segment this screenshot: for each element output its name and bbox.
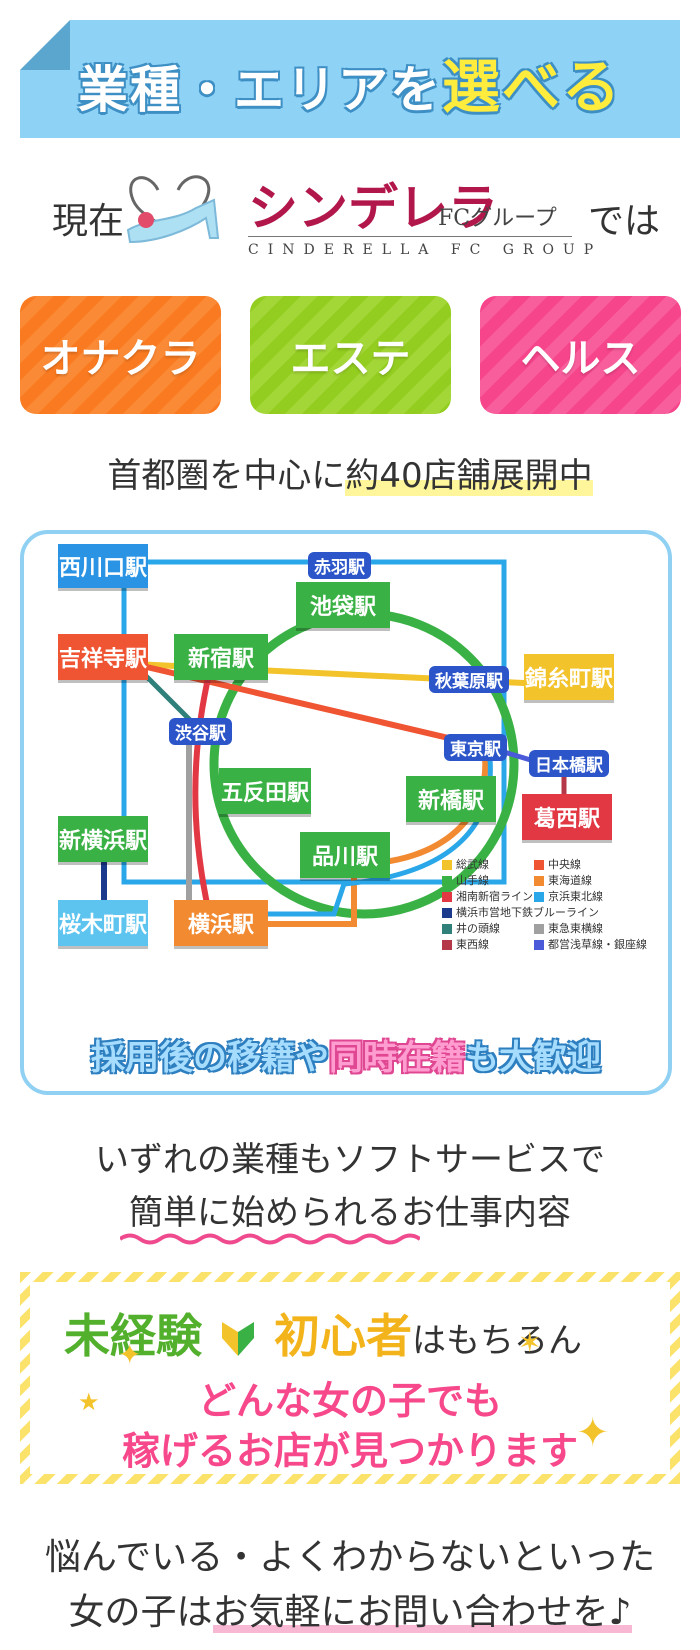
category-onakura-button[interactable]: オナクラ [20, 296, 221, 414]
beginner-mark-icon [222, 1322, 255, 1356]
station-sakuragicho: 桜木町駅 [58, 900, 148, 946]
station-akihabara: 秋葉原駅 [429, 666, 509, 693]
brand-sub: FCグループ [438, 206, 557, 231]
station-kinshicho: 錦糸町駅 [524, 654, 614, 700]
station-shinjuku: 新宿駅 [174, 634, 268, 680]
soft-service-line2: 簡単に始められるお仕事内容 [129, 1193, 571, 1233]
beginner-line3: 稼げるお店が見つかります [121, 1429, 578, 1473]
star-icon: ✶ [518, 1326, 542, 1359]
brand-divider [248, 236, 572, 237]
expansion-text: 首都圏を中心に約40店舗展開中 [107, 456, 593, 496]
pink-wave-underline [120, 1233, 420, 1245]
legend-swatch [442, 860, 452, 870]
station-shinyokohama: 新横浜駅 [58, 816, 148, 862]
glass-slipper-icon [126, 175, 220, 244]
station-nishikawaguchi: 西川口駅 [58, 544, 148, 588]
sparkle-icon: ✦ [118, 1338, 142, 1371]
beginner-line2: どんな女の子でも [197, 1379, 502, 1423]
logo-prefix: 現在 [52, 201, 125, 242]
beginner-box [20, 1272, 680, 1484]
station-tokyo: 東京駅 [444, 734, 507, 761]
station-shimbashi: 新橋駅 [406, 776, 496, 822]
map-caption: 採用後の移籍や同時在籍も大歓迎 [91, 1038, 601, 1078]
station-shinagawa: 品川駅 [300, 832, 390, 878]
beginner-headline: 未経験 初心者はもちろん [64, 1309, 583, 1363]
station-gotanda: 五反田駅 [219, 768, 311, 814]
station-kichijoji: 吉祥寺駅 [58, 634, 148, 680]
big-sparkle-icon: ✦ [576, 1410, 610, 1456]
brand-logo: シンデレラ [248, 178, 498, 237]
soft-service-line1: いずれの業種もソフトサービスで [95, 1140, 605, 1180]
map-legend: 総武線中央線 山手線東海道線 湘南新宿ライン京浜東北線 横浜市営地下鉄ブルーライ… [442, 856, 647, 952]
station-ikebukuro: 池袋駅 [296, 582, 390, 628]
station-kasai: 葛西駅 [522, 794, 612, 840]
logo-suffix: では [588, 201, 661, 242]
station-shibuya: 渋谷駅 [169, 718, 232, 745]
banner-fold-corner [20, 20, 70, 70]
closing-line1: 悩んでいる・よくわからないといった [44, 1537, 656, 1578]
category-health-button[interactable]: ヘルス [480, 296, 681, 414]
banner-title: 業種・エリアを選べる [77, 53, 622, 121]
closing-line2: 女の子はお気軽にお問い合わせを♪ [68, 1592, 632, 1633]
brand-english: CINDERELLA FC GROUP [248, 242, 603, 258]
header-banner [20, 20, 680, 138]
station-nihonbashi: 日本橋駅 [529, 750, 609, 777]
route-map: 西川口駅 赤羽駅 池袋駅 吉祥寺駅 新宿駅 秋葉原駅 錦糸町駅 渋谷駅 東京駅 … [20, 530, 672, 1095]
small-star-icon: ★ [78, 1388, 100, 1416]
station-yokohama: 横浜駅 [174, 900, 268, 946]
station-akabane: 赤羽駅 [308, 552, 371, 579]
category-esthe-button[interactable]: エステ [250, 296, 451, 414]
